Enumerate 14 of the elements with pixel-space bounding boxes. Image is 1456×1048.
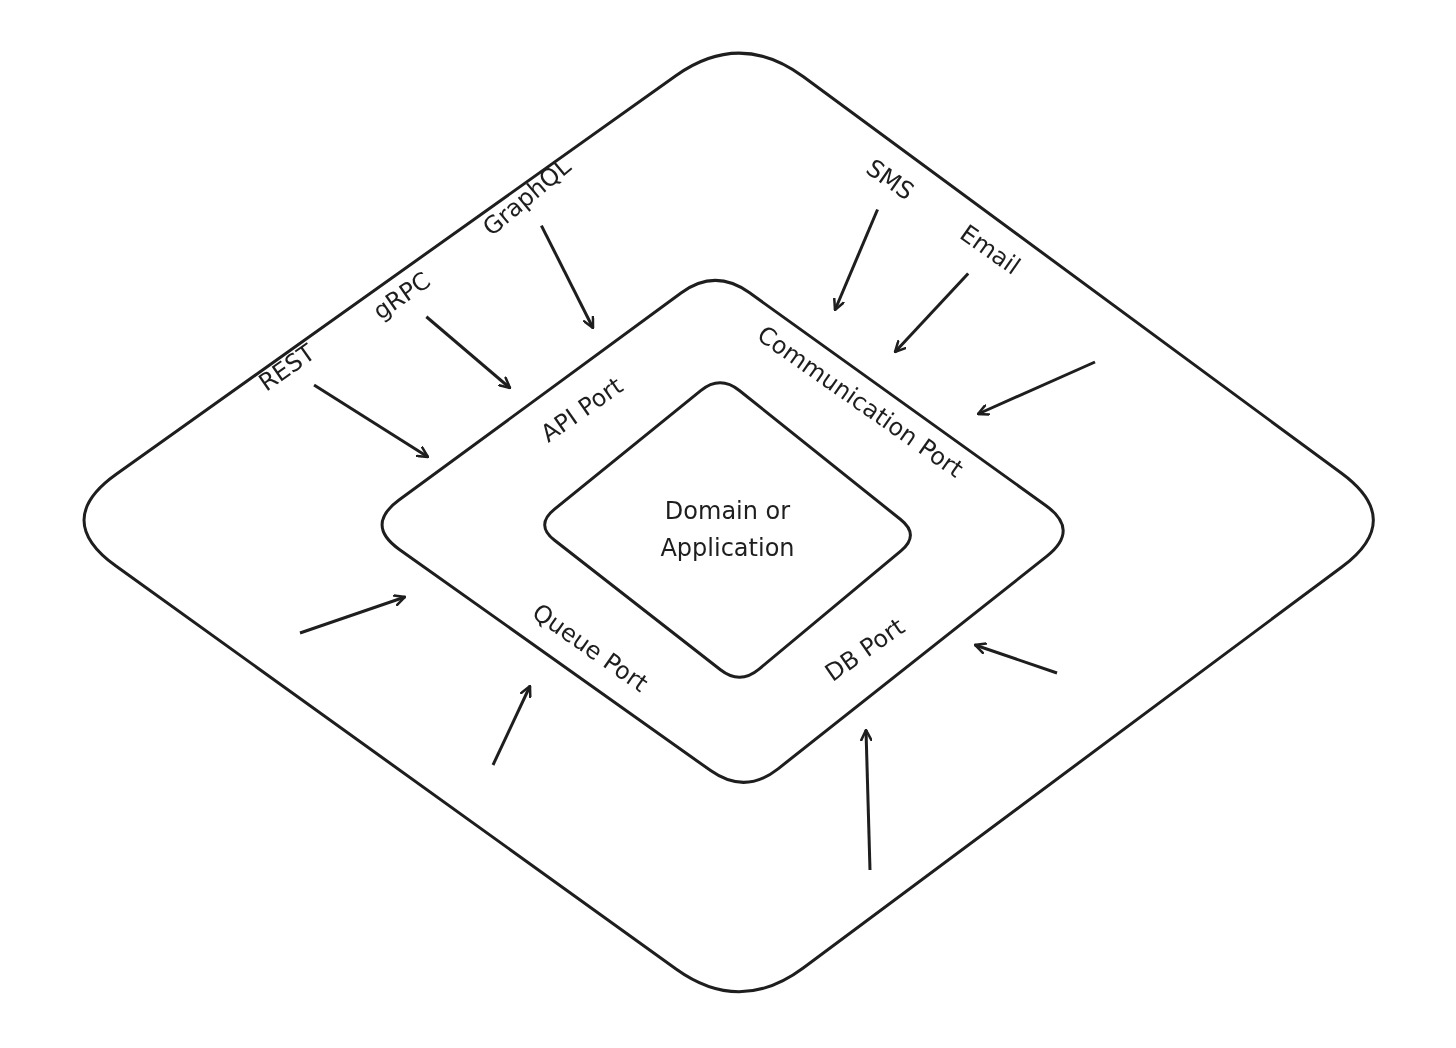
adapter-label: SMS: [861, 154, 919, 206]
port-label: DB Port: [820, 613, 910, 687]
arrow: [540, 224, 595, 330]
node-label: Domain or Application: [660, 495, 795, 564]
arrow: [833, 208, 879, 312]
arrow: [973, 642, 1058, 675]
arrow: [299, 594, 407, 635]
arrow: [976, 360, 1096, 416]
arrow: [893, 272, 970, 354]
arrow: [425, 315, 512, 390]
arrow: [860, 728, 873, 871]
arrow: [313, 383, 430, 459]
arrow: [491, 684, 532, 766]
port-label: API Port: [536, 372, 628, 448]
